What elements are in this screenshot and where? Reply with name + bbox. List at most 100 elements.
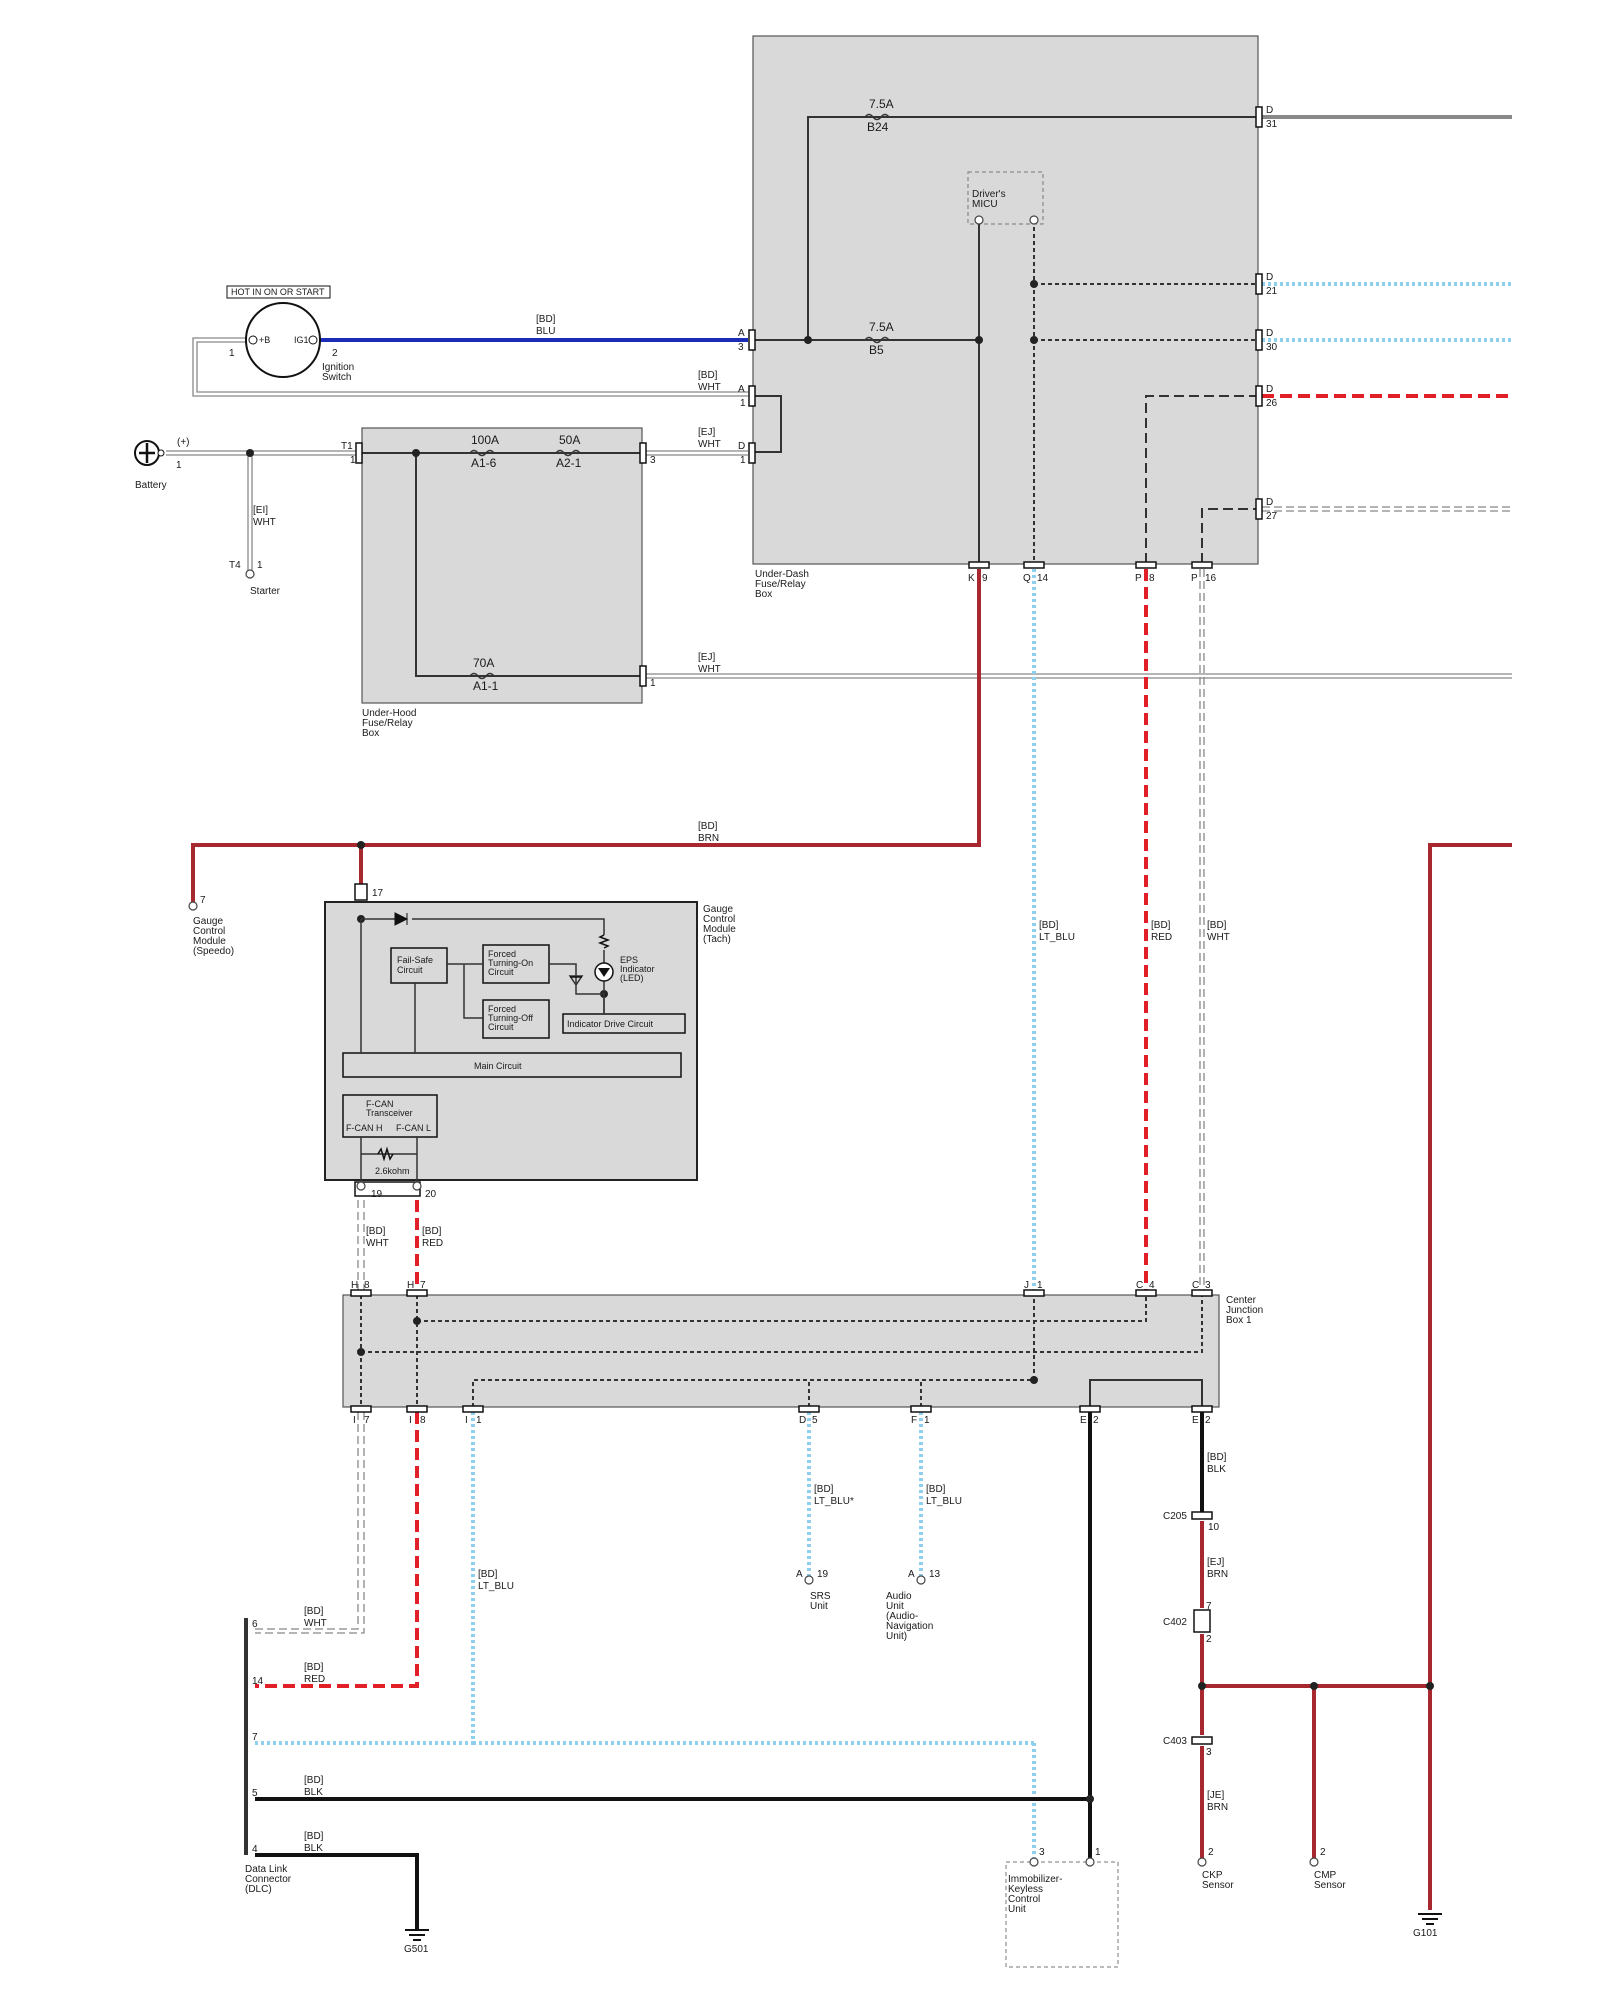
starter-connector: T4 <box>229 560 241 571</box>
pin-h8: 8 <box>364 1280 370 1291</box>
immobilizer-label-3: Control <box>1008 1894 1040 1905</box>
wire-color: RED <box>304 1674 325 1685</box>
cjb-label-3: Box 1 <box>1226 1315 1252 1326</box>
wire-color: WHT <box>698 439 721 450</box>
pin-f1-letter: F <box>911 1415 917 1426</box>
resistor-label: 2.6kohm <box>375 1166 410 1176</box>
pin-k9: 9 <box>982 573 988 584</box>
gauge-pin-20: 20 <box>425 1189 437 1200</box>
pin-q14: 14 <box>1037 573 1049 584</box>
ignition-pin-ig: 2 <box>332 348 338 359</box>
pin-d21-letter: D <box>1266 272 1273 283</box>
wire-code: [BD] <box>698 821 718 832</box>
pin-d1: 1 <box>740 455 746 466</box>
wire-code: [EJ] <box>698 652 715 663</box>
pin-j1: 1 <box>1037 1280 1043 1291</box>
forced-on-label-3: Circuit <box>488 967 514 977</box>
battery-icon <box>134 440 165 466</box>
wire-color: RED <box>422 1238 443 1249</box>
wire-color: WHT <box>304 1618 327 1629</box>
forced-off-label-2: Turning-Off <box>488 1013 534 1023</box>
pin-e2b-letter: E <box>1192 1415 1199 1426</box>
fuse-symbols <box>469 113 890 680</box>
audio-label-3: (Audio- <box>886 1611 918 1622</box>
cmp-pin: 2 <box>1320 1847 1326 1858</box>
gauge-label-2: Control <box>703 914 735 925</box>
wire-color: BLK <box>304 1787 323 1798</box>
pin-a3-letter: A <box>738 328 745 339</box>
pin-h8-letter: H <box>351 1280 358 1291</box>
wire-code: [BD] <box>478 1569 498 1580</box>
failsafe-label-1: Fail-Safe <box>397 955 433 965</box>
battery-pin: 1 <box>176 460 182 471</box>
under-hood-label-3: Box <box>362 728 379 739</box>
connector-terminals <box>350 106 1263 1745</box>
pin-e2b: 2 <box>1205 1415 1211 1426</box>
pin-c4-letter: C <box>1136 1280 1143 1291</box>
audio-letter: A <box>908 1569 915 1580</box>
pin-p16: 16 <box>1205 573 1217 584</box>
pin-j1-letter: J <box>1024 1280 1029 1291</box>
pin-f1: 1 <box>924 1415 930 1426</box>
wire-code: [BD] <box>304 1662 324 1673</box>
fcan-label-2: Transceiver <box>366 1108 413 1118</box>
ignition-pin-b: 1 <box>229 348 235 359</box>
srs-label-2: Unit <box>810 1601 828 1612</box>
wire-code: [BD] <box>304 1831 324 1842</box>
dlc-pin-5: 5 <box>252 1788 258 1799</box>
gauge-control-module-tach <box>324 901 698 1181</box>
pin-d21: 21 <box>1266 286 1278 297</box>
pin-d31-letter: D <box>1266 105 1273 116</box>
wire-code: [BD] <box>422 1226 442 1237</box>
pin-c3-letter: C <box>1192 1280 1199 1291</box>
wire-code: [BD] <box>366 1226 386 1237</box>
pin-i8: 8 <box>420 1415 426 1426</box>
ignition-label-2: Switch <box>322 372 351 383</box>
speedo-pin: 7 <box>200 895 206 906</box>
connector-c205-pin: 10 <box>1208 1522 1220 1533</box>
wire-code: [BD] <box>1039 920 1059 931</box>
cmp-label-2: Sensor <box>1314 1880 1346 1891</box>
fcan-h-label: F-CAN H <box>346 1123 383 1133</box>
dlc-label-1: Data Link <box>245 1864 288 1875</box>
pin-d31: 31 <box>1266 119 1278 130</box>
cmp-label-1: CMP <box>1314 1870 1337 1881</box>
gauge-pin-17: 17 <box>372 888 384 899</box>
speedo-label-3: Module <box>193 936 226 947</box>
dlc-label-3: (DLC) <box>245 1884 272 1895</box>
connector-c402: C402 <box>1163 1617 1187 1628</box>
wire-code: [EJ] <box>1207 1557 1224 1568</box>
pin-d1-letter: D <box>738 441 745 452</box>
connector-c403-pin: 3 <box>1206 1747 1212 1758</box>
gauge-label-3: Module <box>703 924 736 935</box>
wire-code: [EJ] <box>698 427 715 438</box>
under-dash-fuse-box <box>752 35 1259 565</box>
wire-color: BLK <box>1207 1464 1226 1475</box>
ground-g501: G501 <box>404 1944 429 1955</box>
wire-code: [BD] <box>1151 920 1171 931</box>
wire-code: [BD] <box>304 1775 324 1786</box>
immobilizer-pin-3: 3 <box>1039 1847 1045 1858</box>
fuse-a2-1-id: A2-1 <box>556 456 582 470</box>
pin-i8-letter: I <box>409 1415 412 1426</box>
ignition-b-label: +B <box>259 335 270 345</box>
fuse-b5-id: B5 <box>869 343 884 357</box>
wire-color: BRN <box>698 833 719 844</box>
srs-label-1: SRS <box>810 1591 831 1602</box>
under-hood-pin-3: 3 <box>650 455 656 466</box>
immobilizer-pin-1: 1 <box>1095 1847 1101 1858</box>
pin-i1-letter: I <box>465 1415 468 1426</box>
under-hood-label-1: Under-Hood <box>362 708 416 719</box>
fuse-b24-amp: 7.5A <box>869 97 894 111</box>
wire-code: [BD] <box>1207 1452 1227 1463</box>
wire-code: [BD] <box>926 1484 946 1495</box>
pin-d27-letter: D <box>1266 497 1273 508</box>
forced-on-label-1: Forced <box>488 949 516 959</box>
pin-d27: 27 <box>1266 511 1278 522</box>
immobilizer-unit-box <box>1005 1861 1119 1968</box>
starter-label: Starter <box>250 586 281 597</box>
wire-color: LT_BLU* <box>814 1496 854 1507</box>
cjb-label-1: Center <box>1226 1295 1257 1306</box>
fuse-a1-6-id: A1-6 <box>471 456 497 470</box>
audio-pin: 13 <box>929 1569 941 1580</box>
